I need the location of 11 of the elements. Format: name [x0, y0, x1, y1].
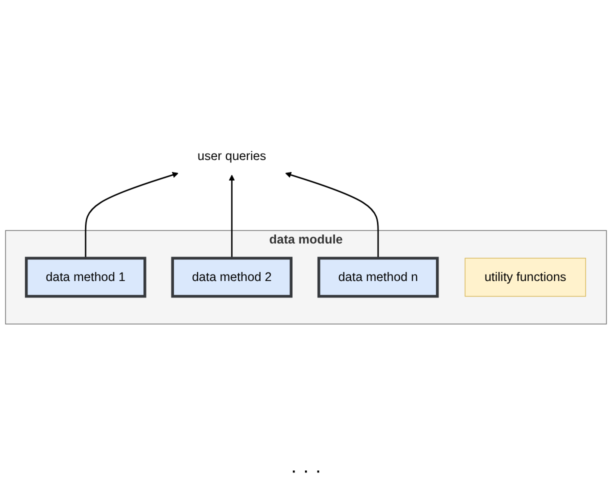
node-text: user queries	[198, 148, 266, 162]
ellipsis-mark: · · ·	[290, 460, 322, 482]
diagram: data module user queries data method 1 data method 2 data method n utility functions	[0, 2, 612, 458]
arrow	[228, 174, 235, 258]
cluster	[5, 230, 607, 324]
node-box	[171, 256, 292, 298]
arrow	[285, 171, 379, 258]
node-box	[317, 256, 439, 298]
node-box	[464, 257, 586, 296]
node-box	[24, 256, 146, 298]
arrow	[84, 171, 178, 258]
